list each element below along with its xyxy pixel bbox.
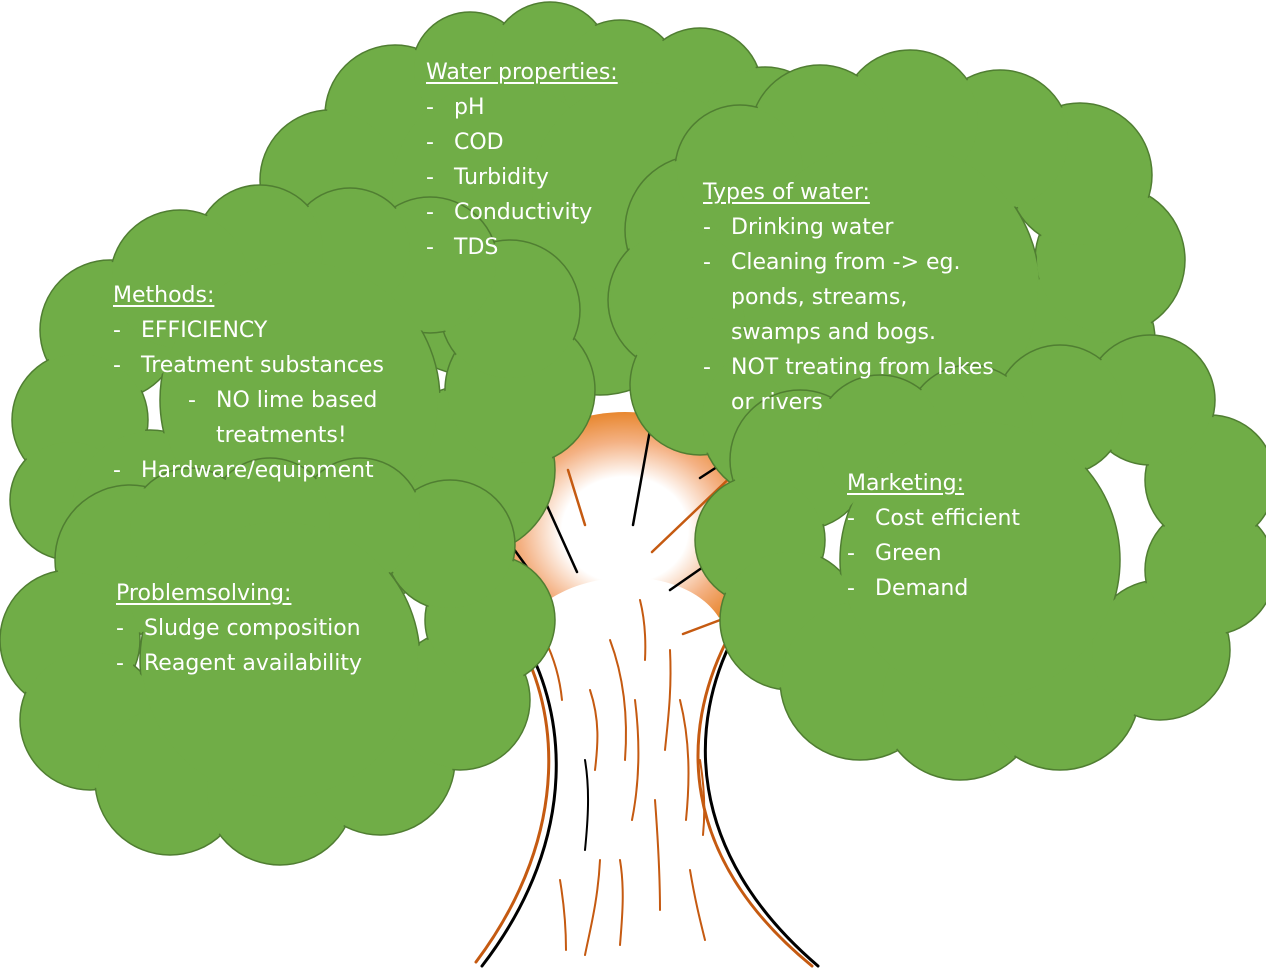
water-properties-list: -pH -COD -Turbidity -Conductivity -TDS bbox=[426, 90, 618, 265]
item-label: Treatment substances bbox=[141, 353, 384, 378]
item-label: Cleaning from -> eg. ponds, streams, swa… bbox=[731, 250, 961, 345]
item-label: Turbidity bbox=[454, 165, 549, 190]
problemsolving-list: -Sludge composition -Reagent availabilit… bbox=[116, 611, 362, 681]
item-label: Demand bbox=[875, 576, 969, 601]
item-label: NOT treating from lakes or rivers bbox=[731, 355, 994, 415]
list-item: -Demand bbox=[847, 571, 1020, 606]
list-item: -Drinking water bbox=[703, 210, 1023, 245]
bullet-dash: - bbox=[188, 388, 196, 413]
types-of-water-list: -Drinking water -Cleaning from -> eg. po… bbox=[703, 210, 1023, 420]
methods-list: -EFFICIENCY -Treatment substances -NO li… bbox=[113, 313, 416, 488]
marketing-title: Marketing: bbox=[847, 471, 965, 496]
foliage-lobe-fill bbox=[842, 422, 1118, 698]
item-label: Hardware/equipment bbox=[141, 458, 374, 483]
bullet-dash: - bbox=[116, 616, 124, 641]
bark-strokes bbox=[544, 599, 706, 956]
list-item: -TDS bbox=[426, 230, 618, 265]
types-of-water-title: Types of water: bbox=[703, 180, 870, 205]
foliage-lobe-fill bbox=[142, 522, 418, 798]
problemsolving-panel: Problemsolving: -Sludge composition -Rea… bbox=[116, 576, 362, 681]
list-item: -Green bbox=[847, 536, 1020, 571]
water-properties-title: Water properties: bbox=[426, 60, 618, 85]
water-properties-panel: Water properties: -pH -COD -Turbidity -C… bbox=[426, 55, 618, 265]
bullet-dash: - bbox=[113, 318, 121, 343]
marketing-panel: Marketing: -Cost efficient -Green -Deman… bbox=[847, 466, 1020, 606]
list-item: -Cost efficient bbox=[847, 501, 1020, 536]
bullet-dash: - bbox=[426, 200, 434, 225]
bullet-dash: - bbox=[703, 355, 711, 380]
problemsolving-title: Problemsolving: bbox=[116, 581, 292, 606]
types-of-water-panel: Types of water: -Drinking water -Cleanin… bbox=[703, 175, 1023, 420]
bullet-dash: - bbox=[426, 130, 434, 155]
bullet-dash: - bbox=[426, 95, 434, 120]
item-label: Cost efficient bbox=[875, 506, 1021, 531]
item-label: Reagent availability bbox=[144, 651, 363, 676]
list-item: -NO lime based treatments! bbox=[188, 383, 416, 453]
list-item: -Turbidity bbox=[426, 160, 618, 195]
list-item: -Reagent availability bbox=[116, 646, 362, 681]
bullet-dash: - bbox=[703, 215, 711, 240]
bullet-dash: - bbox=[847, 506, 855, 531]
item-label: Conductivity bbox=[454, 200, 593, 225]
list-item: -Cleaning from -> eg. ponds, streams, sw… bbox=[703, 245, 981, 350]
bullet-dash: - bbox=[426, 235, 434, 260]
item-label: Green bbox=[875, 541, 942, 566]
foliage-cloud-types-fill bbox=[610, 52, 1183, 508]
bullet-dash: - bbox=[847, 576, 855, 601]
list-item: -NOT treating from lakes or rivers bbox=[703, 350, 1016, 420]
bullet-dash: - bbox=[116, 651, 124, 676]
list-item: -EFFICIENCY bbox=[113, 313, 416, 348]
methods-panel: Methods: -EFFICIENCY -Treatment substanc… bbox=[113, 278, 416, 488]
item-label: COD bbox=[454, 130, 504, 155]
foliage-lobe-fill bbox=[742, 142, 1038, 438]
list-item: -Sludge composition bbox=[116, 611, 362, 646]
bullet-dash: - bbox=[113, 458, 121, 483]
foliage-cloud-marketing-fill bbox=[697, 337, 1266, 778]
marketing-list: -Cost efficient -Green -Demand bbox=[847, 501, 1020, 606]
methods-title: Methods: bbox=[113, 283, 215, 308]
list-item: -Conductivity bbox=[426, 195, 618, 230]
foliage-cloud-problem-fill bbox=[2, 460, 553, 863]
item-label: TDS bbox=[454, 235, 499, 260]
bullet-dash: - bbox=[113, 353, 121, 378]
list-item: -COD bbox=[426, 125, 618, 160]
bullet-dash: - bbox=[847, 541, 855, 566]
list-item: -Hardware/equipment bbox=[113, 453, 416, 488]
item-label: Drinking water bbox=[731, 215, 894, 240]
item-label: pH bbox=[454, 95, 485, 120]
bullet-dash: - bbox=[426, 165, 434, 190]
list-item: -Treatment substances bbox=[113, 348, 416, 383]
list-item: -pH bbox=[426, 90, 618, 125]
item-label: Sludge composition bbox=[144, 616, 361, 641]
bullet-dash: - bbox=[703, 250, 711, 275]
foliage-lobe-fill bbox=[1147, 507, 1266, 633]
foliage bbox=[0, 1, 1266, 866]
item-label: NO lime based treatments! bbox=[216, 388, 378, 448]
item-label: EFFICIENCY bbox=[141, 318, 268, 343]
